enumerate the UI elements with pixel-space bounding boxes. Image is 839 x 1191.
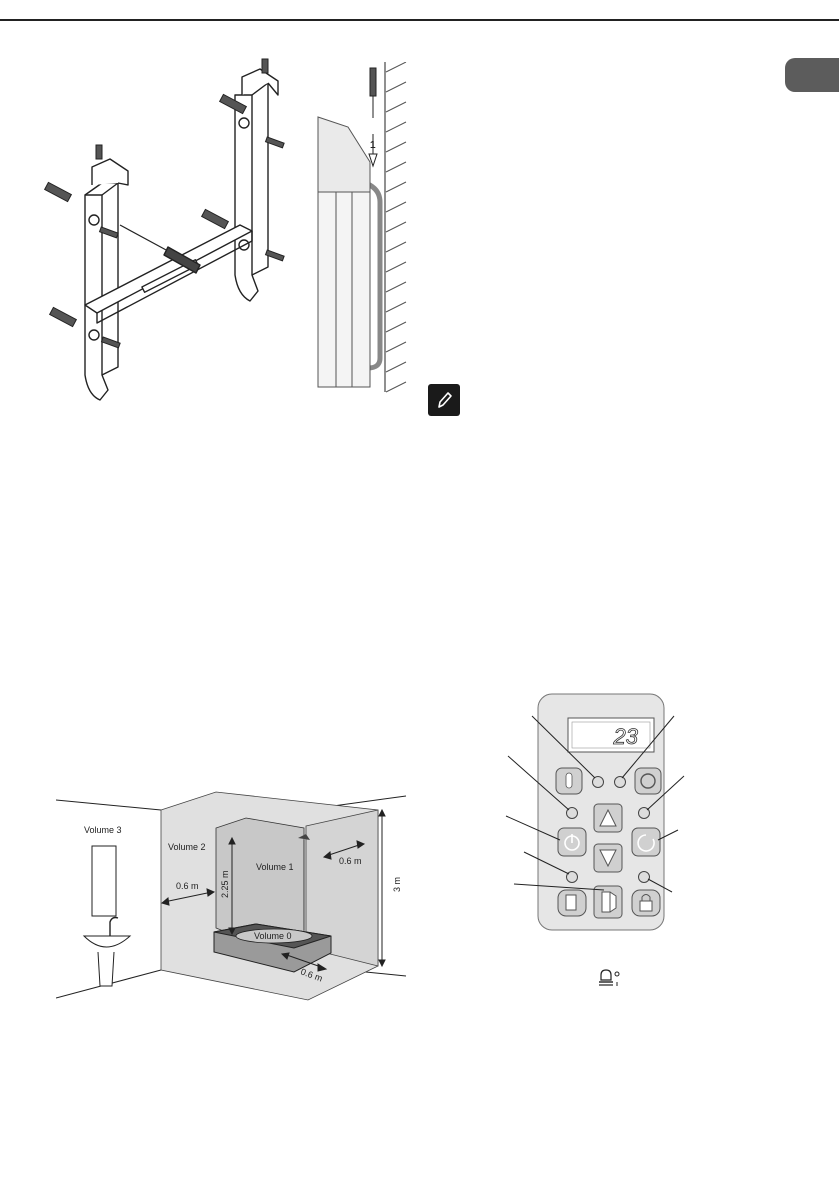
display-readout: 23 [613,724,639,749]
pencil-note-icon [428,384,460,416]
svg-text:1: 1 [370,140,376,151]
volume-3-label: Volume 3 [84,825,122,835]
room-height-label: 3 m [392,877,402,892]
height-shower-label: 2.25 m [220,870,230,898]
side-clearance-label: 0.6 m [176,881,199,891]
mounting-bracket-illustration [43,58,285,401]
volume-1-label: Volume 1 [256,862,294,872]
control-panel-illustration: 23 [505,693,685,931]
bathroom-zones-diagram: Volume 3 Volume 2 Volume 1 Volume 0 2.25… [56,791,407,1001]
volume-2-label: Volume 2 [168,842,206,852]
language-tab [785,58,839,92]
window-sensor-icon [599,969,620,986]
heater-wall-illustration: 1 [317,62,407,393]
wall-clearance-label: 0.6 m [339,856,362,866]
top-rule [0,19,839,21]
volume-0-label: Volume 0 [254,931,292,941]
